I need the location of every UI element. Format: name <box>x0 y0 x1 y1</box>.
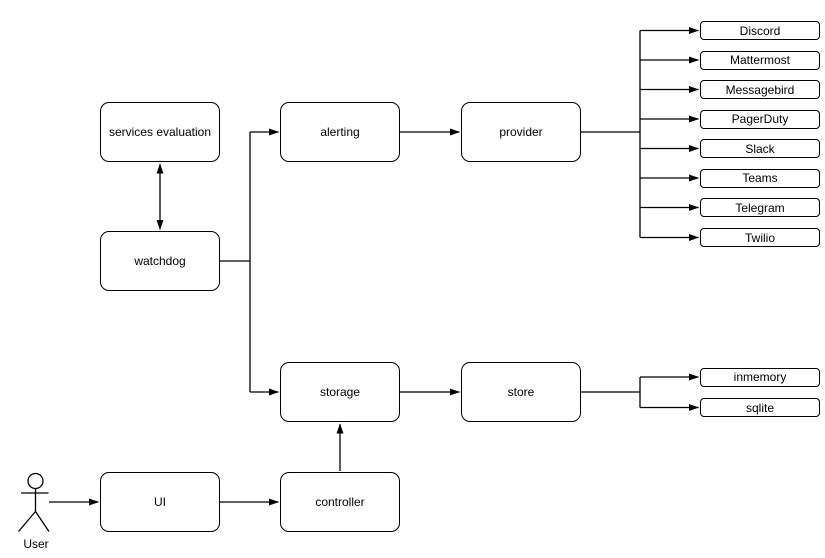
node-services-evaluation: services evaluation <box>100 102 220 162</box>
node-teams: Teams <box>700 168 820 188</box>
node-slack: Slack <box>700 139 820 158</box>
node-mattermost: Mattermost <box>700 50 820 70</box>
user-actor-icon <box>18 472 50 532</box>
node-store: store <box>461 362 581 422</box>
node-storage: storage <box>280 362 400 422</box>
node-provider: provider <box>461 102 581 162</box>
node-telegram: Telegram <box>700 198 820 217</box>
node-ui: UI <box>100 472 220 532</box>
node-messagebird: Messagebird <box>700 80 820 99</box>
edge-store-fanout <box>581 373 699 411</box>
user-actor-label: User <box>23 537 49 551</box>
node-inmemory: inmemory <box>700 367 820 387</box>
node-discord: Discord <box>700 21 820 40</box>
node-pagerduty: PagerDuty <box>700 109 820 129</box>
node-controller: controller <box>280 472 400 532</box>
node-watchdog: watchdog <box>100 231 220 291</box>
edge-watchdog-branch <box>220 128 279 396</box>
node-twilio: Twilio <box>700 228 820 247</box>
node-sqlite: sqlite <box>700 398 820 417</box>
node-alerting: alerting <box>280 102 400 162</box>
edge-provider-fanout <box>581 27 699 241</box>
